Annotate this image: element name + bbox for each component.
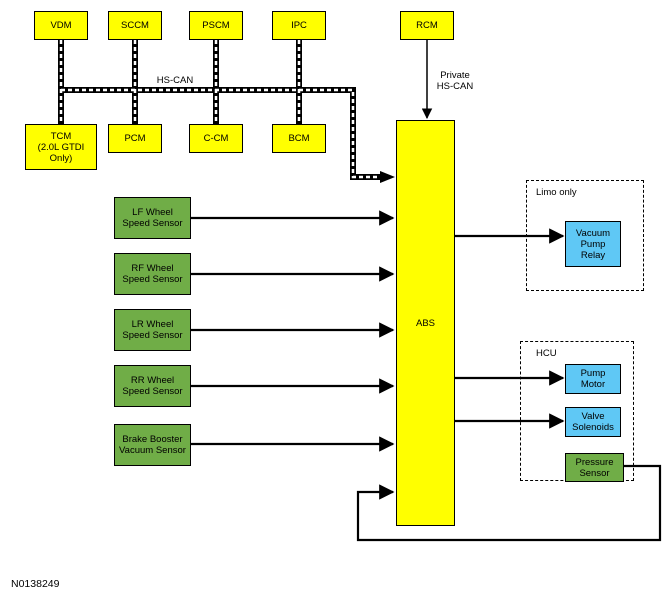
pump-motor: Pump Motor	[565, 364, 621, 394]
hs-can-label: HS-CAN	[156, 75, 194, 86]
sensor-rr-wheel-speed: RR Wheel Speed Sensor	[114, 365, 191, 407]
module-rcm: RCM	[400, 11, 454, 40]
abs-output-arrows	[455, 228, 565, 429]
abs-module: ABS	[396, 120, 455, 526]
limo-only-group	[526, 180, 644, 291]
sensor-lr-wheel-speed: LR Wheel Speed Sensor	[114, 309, 191, 351]
figure-id: N0138249	[11, 578, 60, 590]
pressure-feedback-line	[356, 464, 662, 542]
pressure-sensor: Pressure Sensor	[565, 453, 624, 482]
module-bcm: BCM	[272, 124, 326, 153]
sensor-lf-wheel-speed: LF Wheel Speed Sensor	[114, 197, 191, 239]
valve-solenoids: Valve Solenoids	[565, 407, 621, 437]
sensor-rf-wheel-speed: RF Wheel Speed Sensor	[114, 253, 191, 295]
sensor-brake-booster-vacuum: Brake Booster Vacuum Sensor	[114, 424, 191, 466]
hcu-label: HCU	[536, 348, 557, 359]
module-ccm: C-CM	[189, 124, 243, 153]
private-hs-can-label: Private HS-CAN	[436, 70, 474, 92]
module-ipc: IPC	[272, 11, 326, 40]
module-sccm: SCCM	[108, 11, 162, 40]
sensor-arrows	[168, 210, 395, 452]
limo-only-label: Limo only	[536, 187, 577, 198]
module-pscm: PSCM	[189, 11, 243, 40]
hs-can-bus	[58, 40, 395, 183]
module-vdm: VDM	[34, 11, 88, 40]
vacuum-pump-relay: Vacuum Pump Relay	[565, 221, 621, 267]
module-tcm: TCM (2.0L GTDI Only)	[25, 124, 97, 170]
module-pcm: PCM	[108, 124, 162, 153]
